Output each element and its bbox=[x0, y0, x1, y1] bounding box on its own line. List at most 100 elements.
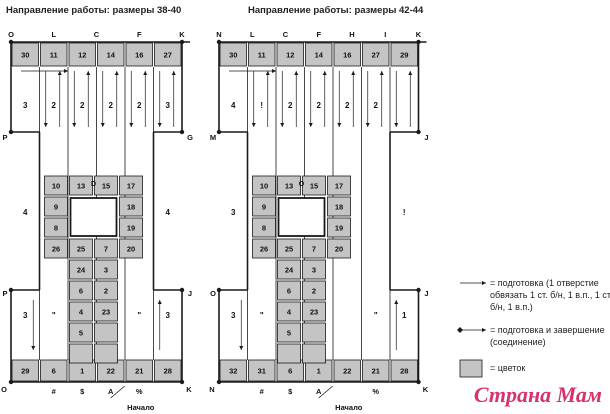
diagram-left-bottom-flower-1 bbox=[40, 359, 68, 382]
diagram-left-node-3 bbox=[179, 379, 185, 385]
diagram-left-frame-flower-0-label: 10 bbox=[52, 182, 60, 191]
diagram-right-letter-top-4: H bbox=[349, 30, 354, 39]
diagram-right-letter-side-d: O bbox=[299, 181, 305, 188]
diagram-right-bottom-flower-5-label: 21 bbox=[372, 367, 380, 376]
diagram-left-frame-flower-13 bbox=[94, 259, 118, 280]
diagram-left-label-top-4: 2 bbox=[137, 101, 142, 110]
diagram-left-center-hole bbox=[69, 197, 118, 237]
diagram-left-label-bottom-1: " bbox=[52, 311, 56, 320]
diagram-right-top-flower-0-label: 30 bbox=[229, 51, 237, 60]
diagram-right-arrow-down-2-head bbox=[280, 123, 285, 127]
diagram-left-frame-flower-4-label: 9 bbox=[54, 203, 58, 212]
diagram-left-frame-flower-2-label: 15 bbox=[102, 182, 110, 191]
diagram-left-node-4 bbox=[8, 129, 14, 135]
diagram-right-top-flower-6-label: 29 bbox=[400, 51, 408, 60]
diagram-left-top-flower-3 bbox=[97, 42, 125, 67]
diagram-right-arrow-up-6-head bbox=[408, 71, 413, 75]
diagram-left-top-flower-0-label: 30 bbox=[21, 51, 29, 60]
diagram-left-arrow-up-3-head bbox=[114, 71, 119, 75]
diagram-left-letter-side-1: G bbox=[187, 133, 193, 142]
diagram-right-arrow-up-3-head bbox=[322, 71, 327, 75]
diagram-right-letter-side-5: K bbox=[423, 385, 429, 394]
diagram-left-letter-top-1: L bbox=[51, 30, 56, 39]
diagram-left-bottom-flower-3-label: 22 bbox=[107, 367, 115, 376]
diagram-left-frame-flower-14-label: 6 bbox=[79, 287, 83, 296]
diagram-right-letter-top-6: K bbox=[416, 30, 422, 39]
diagram-left-bottom-flower-0-label: 29 bbox=[21, 367, 29, 376]
diagram-left-frame-flower-0 bbox=[44, 175, 68, 196]
diagram-right-frame-flower-15-label: 2 bbox=[312, 287, 316, 296]
diagram-right-letter-bottom-1: $ bbox=[288, 387, 293, 396]
diagram-left-letter-bottom-3: % bbox=[136, 387, 143, 396]
diagram-right-frame-flower-15 bbox=[302, 280, 326, 301]
diagram-right-label-top-4: 2 bbox=[345, 101, 350, 110]
diagram-right-top-flower-5-label: 27 bbox=[372, 51, 380, 60]
title-left: Направление работы: размеры 38-40 bbox=[6, 5, 182, 16]
diagram-left-frame-flower-10 bbox=[69, 238, 93, 259]
diagram-right-label-bottom-0: 3 bbox=[231, 311, 236, 320]
diagram-right-frame-flower-8-label: 26 bbox=[260, 245, 268, 254]
diagram-right-frame-flower-7 bbox=[327, 217, 351, 238]
diagram-left-arrow-down-3-head bbox=[100, 123, 105, 127]
diagram-right-label-mid-left: 3 bbox=[231, 208, 236, 217]
diagram-left-frame-flower-15 bbox=[94, 280, 118, 301]
diagram-right-top-flower-1-label: 11 bbox=[258, 51, 266, 60]
diagram-right-top-flower-3 bbox=[305, 42, 333, 67]
diagram-right-frame-flower-7-label: 19 bbox=[335, 224, 343, 233]
diagram-left-label-top-1: 2 bbox=[52, 101, 57, 110]
diagram-right-start-label: Начало bbox=[335, 403, 363, 412]
diagram-right-arrow-up-1-head bbox=[265, 71, 270, 75]
diagram-left-frame-flower-7-label: 19 bbox=[127, 224, 135, 233]
diagram-right-label-top-5: 2 bbox=[374, 101, 379, 110]
diagram-right-top-flower-5 bbox=[362, 42, 390, 67]
diagram-right-frame-flower-16-label: 4 bbox=[287, 308, 292, 317]
diagram-right-letter-side-1: J bbox=[424, 133, 428, 142]
diagram-left-bottom-flower-2-label: 1 bbox=[80, 367, 84, 376]
diagram-left-frame-flower-17 bbox=[94, 301, 118, 322]
diagram-right-frame-flower-17 bbox=[302, 301, 326, 322]
legend-symbol-arrow-head bbox=[482, 281, 486, 285]
diagram-left-frame-flower-21 bbox=[94, 343, 118, 364]
diagram-right-frame-flower-3-label: 17 bbox=[335, 182, 343, 191]
diagram-right-node-3 bbox=[416, 379, 421, 385]
diagram-left-node-6 bbox=[8, 287, 14, 293]
diagram-left-frame-flower-11-label: 7 bbox=[104, 245, 108, 254]
diagram-left-frame-flower-4 bbox=[44, 196, 68, 217]
diagram-right-bottom-flower-2-label: 6 bbox=[288, 367, 292, 376]
diagram-right-bottom-flower-4 bbox=[333, 359, 361, 382]
diagram-right-top-flower-3-label: 14 bbox=[315, 51, 324, 60]
diagram-right-frame-flower-19 bbox=[302, 322, 326, 343]
diagram-left-frame-flower-17-label: 23 bbox=[102, 308, 110, 317]
diagram-left-label-mid-left: 4 bbox=[23, 208, 28, 217]
diagram-left-letter-top-4: K bbox=[179, 30, 185, 39]
diagram-left-letter-side-d: D bbox=[91, 181, 96, 188]
diagram-right-label-bottom-1: " bbox=[260, 311, 264, 320]
diagram-right-frame-flower-9 bbox=[327, 238, 351, 259]
diagram-left-frame-flower-20 bbox=[69, 343, 93, 364]
diagram-left-bottom-flower-4 bbox=[125, 359, 153, 382]
diagram-left-node-2 bbox=[8, 379, 14, 385]
diagram-right-frame-flower-20 bbox=[277, 343, 301, 364]
diagram-left-label-mid-right: 4 bbox=[166, 208, 171, 217]
diagram-left-top-flower-4 bbox=[125, 42, 153, 67]
diagram-right-bottom-flower-0 bbox=[219, 359, 247, 382]
diagram-left-frame-flower-19 bbox=[94, 322, 118, 343]
diagram-right-frame-flower-1 bbox=[277, 175, 301, 196]
diagram-left-arrow-up-2-head bbox=[86, 71, 91, 75]
diagram-left-frame-flower-16 bbox=[69, 301, 93, 322]
diagram-left-frame-flower-5-label: 18 bbox=[127, 203, 135, 212]
diagram-left-bottom-flower-4-label: 21 bbox=[135, 367, 143, 376]
diagram-left-frame-flower-16-label: 4 bbox=[79, 308, 84, 317]
diagram-right-frame-flower-11-label: 7 bbox=[312, 245, 316, 254]
diagram-left-arrow-up-5-head bbox=[171, 71, 176, 75]
diagram-left-letter-side-2: P bbox=[2, 289, 7, 298]
diagram-left-frame-flower-1-label: 13 bbox=[77, 182, 85, 191]
diagram-right-letter-side-0: M bbox=[210, 133, 216, 142]
diagram-left-arrow-down-5-head bbox=[157, 123, 162, 127]
diagram-left-node-1 bbox=[179, 39, 185, 45]
legend-symbol-join-head bbox=[482, 328, 486, 332]
diagram-right-frame-flower-12-label: 24 bbox=[285, 266, 294, 275]
legend-symbol-diamond bbox=[457, 327, 463, 333]
diagram-left-frame-flower-1 bbox=[69, 175, 93, 196]
diagram-right-frame-flower-8 bbox=[252, 238, 276, 259]
